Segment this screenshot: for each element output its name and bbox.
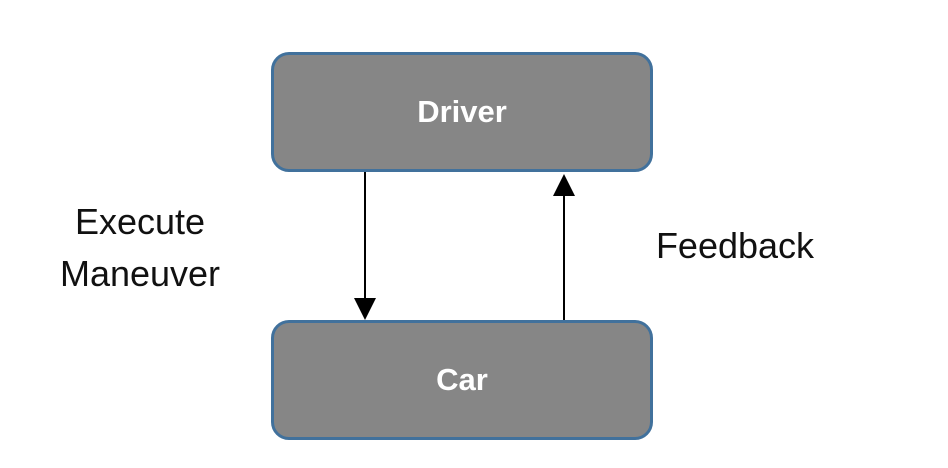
execute-maneuver-line-2: Maneuver — [59, 253, 221, 294]
driver-box: Driver — [271, 52, 653, 172]
execute-maneuver-line-1: Execute — [74, 201, 206, 242]
car-label: Car — [436, 362, 488, 397]
execute-maneuver-arrowhead — [354, 298, 376, 320]
feedback-label: Feedback — [640, 220, 830, 272]
execute-maneuver-label: Execute Maneuver — [40, 196, 240, 300]
driver-label: Driver — [417, 94, 507, 129]
feedback-arrowhead — [553, 174, 575, 196]
feedback-line-1: Feedback — [655, 225, 815, 266]
car-box: Car — [271, 320, 653, 440]
